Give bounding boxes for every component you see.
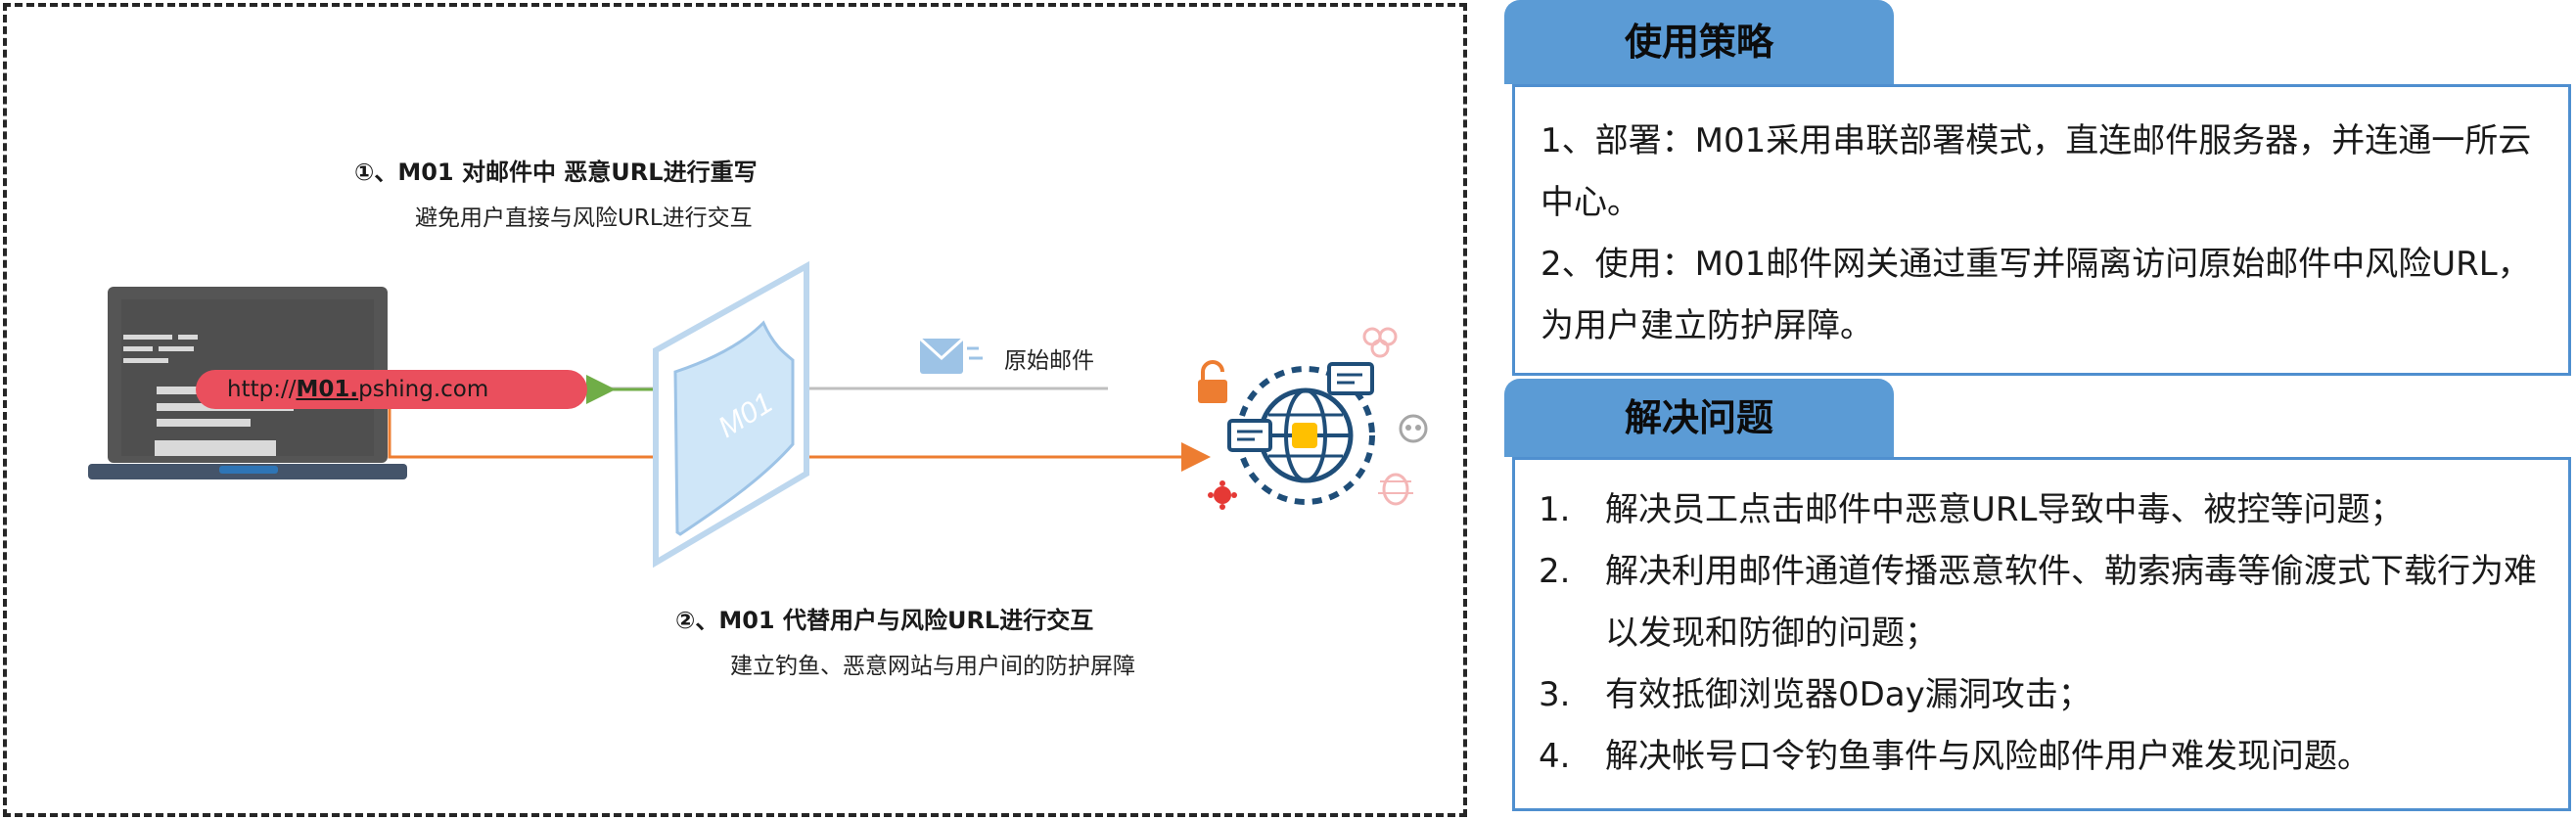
problem-number: 4.	[1539, 737, 1571, 776]
strategy-item: 1、部署：M01采用串联部署模式，直连邮件服务器，并连通一所云中心。	[1541, 121, 2532, 222]
problem-text: 解决利用邮件通道传播恶意软件、勒索病毒等偷渡式下载行为难以发现和防御的问题；	[1605, 552, 2537, 653]
original-mail-label: 原始邮件	[1004, 348, 1094, 374]
step2-caption: ②、M01 代替用户与风险URL进行交互 建立钓鱼、恶意网站与用户间的防护屏障	[675, 601, 1135, 680]
biohazard-icon	[1362, 327, 1398, 358]
virus-icon	[1208, 480, 1237, 510]
step1-subtitle: 避免用户直接与风险URL进行交互	[415, 205, 753, 231]
problem-item: 1. 解决员工点击邮件中恶意URL导致中毒、被控等问题；	[1539, 479, 2551, 541]
globe-icon	[1227, 362, 1375, 505]
problem-text: 有效抵御浏览器0Day漏洞攻击；	[1605, 675, 2092, 714]
strategy-panel: 1、部署：M01采用串联部署模式，直连邮件服务器，并连通一所云中心。 2、使用：…	[1512, 84, 2571, 376]
problems-tab: 解决问题	[1504, 379, 1894, 457]
diagram-canvas: M01	[88, 260, 1428, 569]
url-host: M01.	[296, 377, 359, 402]
url-prefix: http://	[227, 377, 297, 402]
proxy-arrow	[388, 408, 1211, 472]
problem-item: 2. 解决利用邮件通道传播恶意软件、勒索病毒等偷渡式下载行为难以发现和防御的问题…	[1539, 541, 2551, 664]
step1-title: ①、M01 对邮件中 恶意URL进行重写	[354, 159, 758, 186]
strategy-item: 2、使用：M01邮件网关通过重写并隔离访问原始邮件中风险URL，为用户建立防护屏…	[1541, 245, 2531, 345]
url-pill: http://M01.pshing.com	[196, 370, 587, 409]
mail-icon	[918, 337, 983, 374]
step1-caption: ①、M01 对邮件中 恶意URL进行重写 避免用户直接与风险URL进行交互	[354, 153, 758, 232]
skull-icon	[1399, 414, 1428, 443]
step2-title: ②、M01 代替用户与风险URL进行交互	[675, 607, 1094, 634]
bug-icon	[1378, 473, 1413, 506]
problem-number: 2.	[1539, 552, 1571, 591]
step2-subtitle: 建立钓鱼、恶意网站与用户间的防护屏障	[730, 654, 1135, 679]
diagram-frame	[3, 3, 1467, 817]
problem-text: 解决帐号口令钓鱼事件与风险邮件用户难发现问题。	[1605, 737, 2370, 776]
problem-number: 1.	[1539, 490, 1571, 529]
problems-panel: 1. 解决员工点击邮件中恶意URL导致中毒、被控等问题； 2. 解决利用邮件通道…	[1512, 457, 2571, 811]
strategy-tab: 使用策略	[1504, 0, 1894, 84]
url-suffix: pshing.com	[358, 377, 489, 402]
problem-item: 4. 解决帐号口令钓鱼事件与风险邮件用户难发现问题。	[1539, 726, 2551, 788]
padlock-icon	[1198, 360, 1227, 403]
shield-icon: M01	[653, 260, 809, 569]
problem-number: 3.	[1539, 675, 1571, 714]
problem-item: 3. 有效抵御浏览器0Day漏洞攻击；	[1539, 664, 2551, 726]
problem-text: 解决员工点击邮件中恶意URL导致中毒、被控等问题；	[1605, 490, 2404, 529]
